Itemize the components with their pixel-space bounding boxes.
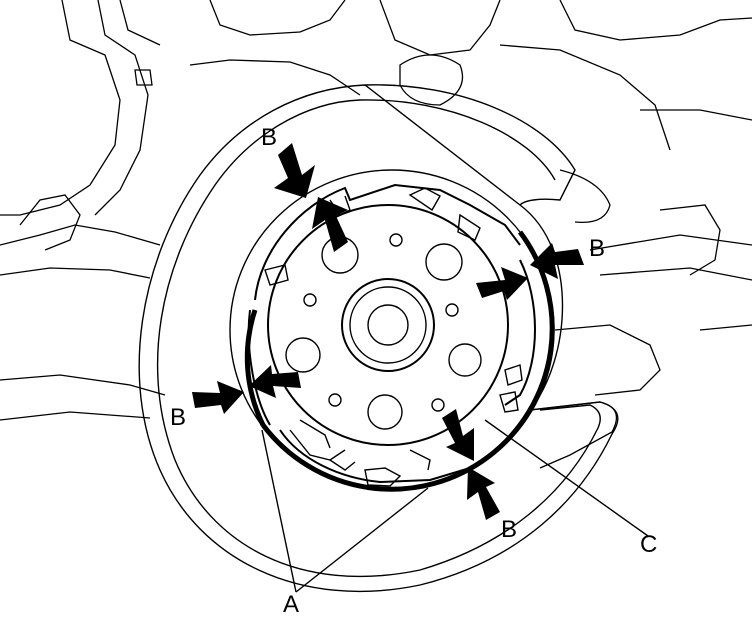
arrow-b-top <box>274 143 315 198</box>
arrow-b-top-inner <box>312 197 348 252</box>
arrow-b-right-inner <box>476 267 528 300</box>
arrow-b-bottom-inner <box>442 409 474 461</box>
label-c: C <box>640 531 657 558</box>
arrow-b-right <box>530 243 584 279</box>
hub-assembly <box>267 204 509 446</box>
suspension-background <box>0 0 752 469</box>
brake-shoes <box>247 183 536 487</box>
arrow-b-left <box>192 381 244 414</box>
label-b-bottom: B <box>501 516 517 543</box>
arrows <box>192 143 584 520</box>
backing-plate <box>138 84 619 593</box>
leader-lines <box>261 419 649 593</box>
seal-ring <box>229 169 555 492</box>
label-b-left: B <box>170 404 186 431</box>
label-a: A <box>283 591 299 618</box>
label-b-right: B <box>589 235 605 262</box>
arrow-b-bottom <box>467 467 500 520</box>
label-b-top: B <box>261 124 277 151</box>
arrow-b-left-inner <box>249 365 301 398</box>
